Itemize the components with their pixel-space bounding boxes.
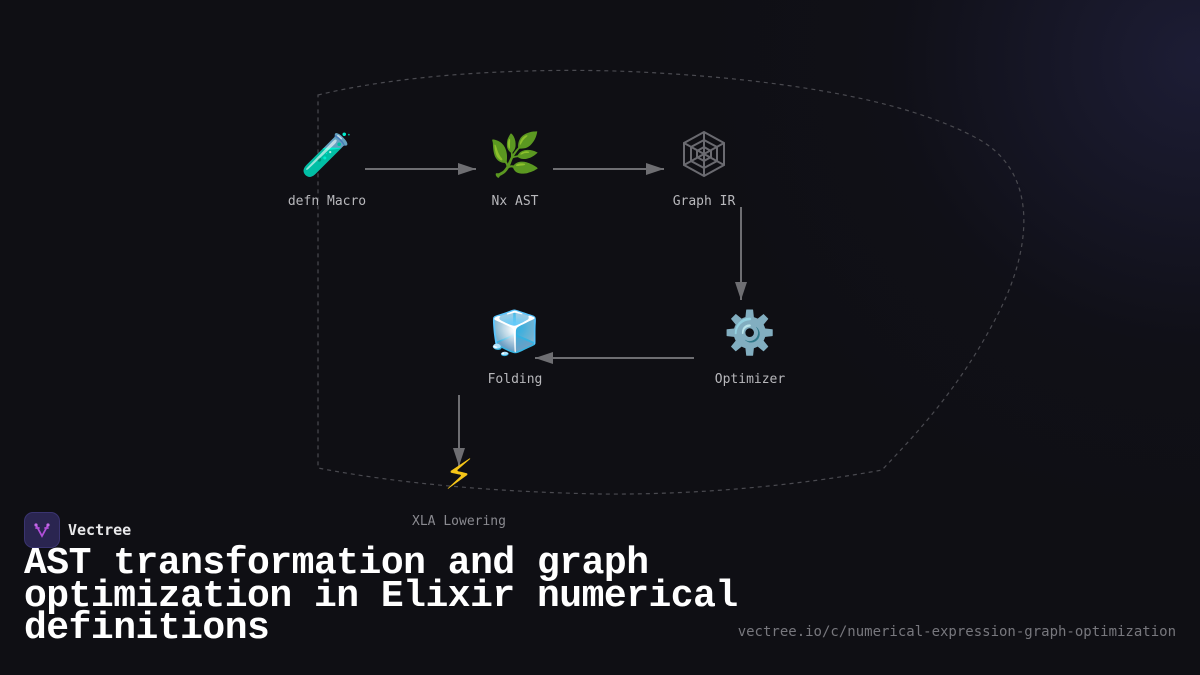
gear-icon: ⚙️ xyxy=(723,308,777,357)
node-nx-ast: 🌿 Nx AST xyxy=(455,130,575,209)
node-label: XLA Lowering xyxy=(412,514,506,529)
node-label: defn Macro xyxy=(287,194,367,209)
source-url: vectree.io/c/numerical-expression-graph-… xyxy=(737,624,1176,640)
group-boundary xyxy=(317,69,1025,495)
node-folding: 🧊 Folding xyxy=(455,308,575,387)
node-label: Graph IR xyxy=(672,194,736,209)
node-label: Nx AST xyxy=(491,194,539,209)
node-label: Folding xyxy=(487,372,543,387)
node-optimizer: ⚙️ Optimizer xyxy=(690,308,810,387)
ice-cube-icon: 🧊 xyxy=(488,308,542,357)
herb-icon: 🌿 xyxy=(488,130,542,179)
node-graph-ir: Graph IR xyxy=(644,130,764,209)
test-tube-icon: 🧪 xyxy=(300,130,354,179)
page-title: AST transformation and graph optimizatio… xyxy=(24,542,738,650)
spider-web-icon xyxy=(644,130,764,180)
lightning-icon: ⚡ xyxy=(444,450,474,499)
brand: Vectree xyxy=(24,512,131,548)
node-defn-macro: 🧪 defn Macro xyxy=(267,130,387,209)
vectree-logo-icon xyxy=(24,512,60,548)
node-xla-lowering: ⚡ XLA Lowering xyxy=(399,450,519,529)
node-label: Optimizer xyxy=(714,372,786,387)
brand-name: Vectree xyxy=(68,521,132,539)
